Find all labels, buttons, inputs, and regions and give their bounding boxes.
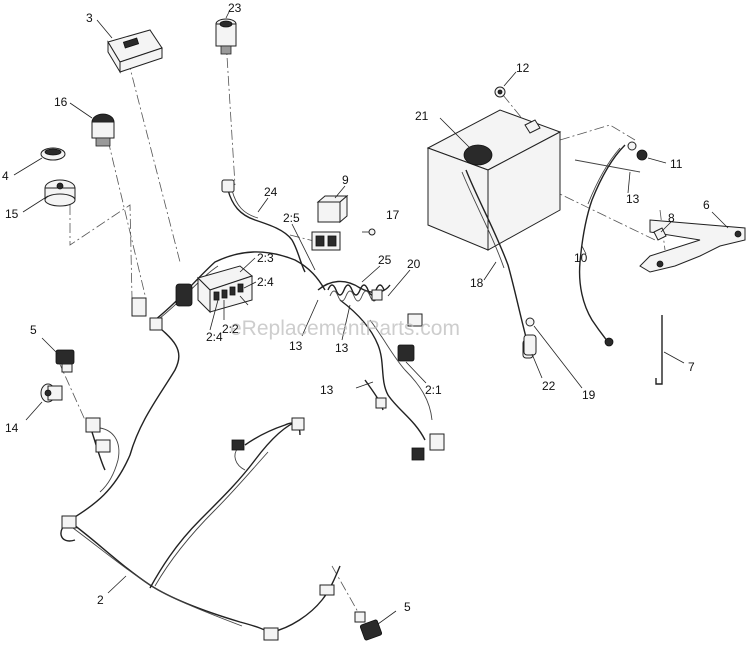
callout-13a: 13 — [289, 339, 303, 353]
bolt-11 — [627, 141, 648, 161]
callout-10: 10 — [574, 251, 588, 265]
callout-25: 25 — [378, 253, 392, 267]
callout-4: 4 — [2, 169, 9, 183]
callout-12: 12 — [516, 61, 530, 75]
callout-22: 22 — [542, 379, 556, 393]
sensor-5-upper — [55, 349, 75, 373]
main-wire-harness — [60, 251, 433, 636]
harness-branch-24 — [221, 179, 306, 273]
switch-14 — [40, 383, 63, 403]
module-box-3 — [107, 29, 163, 74]
nut-12 — [494, 86, 506, 98]
callout-13d: 13 — [626, 192, 640, 206]
callout-3: 3 — [86, 11, 93, 25]
j-bolt-7 — [655, 315, 663, 385]
tie-wrap-13-right — [574, 159, 641, 173]
washer-19 — [525, 317, 535, 327]
callout-2-4a: 2:4 — [257, 275, 274, 289]
callout-15: 15 — [5, 207, 19, 221]
key-switch-16 — [91, 113, 115, 147]
cap-4 — [40, 147, 66, 161]
callout-18: 18 — [470, 276, 484, 290]
callout-24: 24 — [264, 185, 278, 199]
watermark: eReplacementParts.com — [230, 317, 460, 340]
screw-17 — [362, 228, 376, 236]
callout-13c: 13 — [320, 383, 334, 397]
callout-2-1: 2:1 — [425, 383, 442, 397]
callout-7: 7 — [688, 360, 695, 374]
callout-5-upper: 5 — [30, 323, 37, 337]
callout-20: 20 — [407, 257, 421, 271]
callout-16: 16 — [54, 95, 68, 109]
callout-2-2: 2:2 — [222, 322, 239, 336]
terminal-cover-22 — [523, 334, 537, 356]
callout-2-4b: 2:4 — [206, 330, 223, 344]
relay-9 — [311, 194, 349, 251]
callout-17: 17 — [386, 208, 400, 222]
callout-2: 2 — [97, 593, 104, 607]
harness-connectors — [61, 283, 445, 641]
fuse-block — [197, 265, 254, 314]
dashed-reference-lines — [57, 39, 666, 613]
callout-13b: 13 — [335, 341, 349, 355]
battery-21 — [426, 109, 562, 251]
callout-19: 19 — [582, 388, 596, 402]
hold-down-bracket-6 — [639, 219, 746, 273]
callout-5-lower: 5 — [404, 600, 411, 614]
ignition-switch-15 — [44, 179, 76, 207]
callout-9: 9 — [342, 173, 349, 187]
callout-21: 21 — [415, 109, 429, 123]
wing-nut-8 — [653, 227, 667, 241]
callout-6: 6 — [703, 198, 710, 212]
callout-8: 8 — [668, 211, 675, 225]
callout-11: 11 — [670, 157, 683, 171]
callout-14: 14 — [5, 421, 19, 435]
switch-23 — [215, 18, 237, 55]
sensor-5-lower — [354, 611, 383, 641]
callout-labels: 3 23 16 4 15 24 9 17 2:5 25 20 2:3 2:4 2… — [2, 1, 710, 614]
callout-2-5: 2:5 — [283, 211, 300, 225]
leader-lines — [13, 11, 729, 625]
callout-2-3: 2:3 — [257, 251, 274, 265]
negative-cable-10 — [578, 144, 626, 347]
callout-23: 23 — [228, 1, 242, 15]
